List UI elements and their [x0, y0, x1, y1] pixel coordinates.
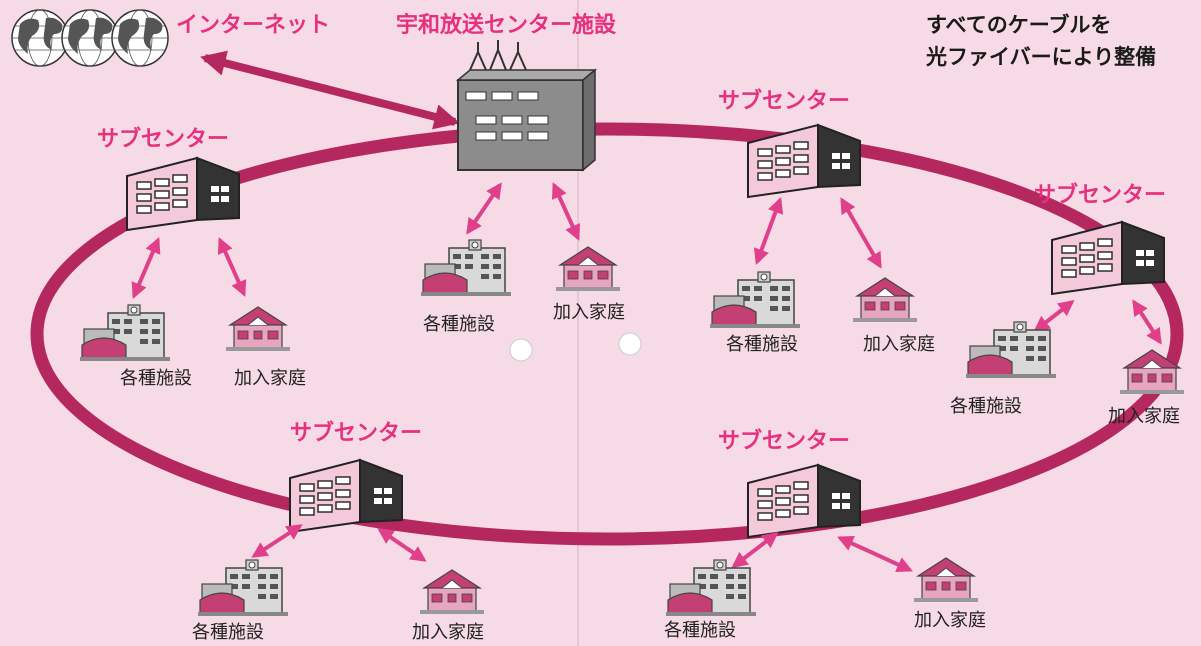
sub-center-label: サブセンター: [1034, 182, 1166, 208]
home-label: 加入家庭: [553, 302, 625, 323]
home-label: 加入家庭: [234, 368, 306, 389]
house-icon: [852, 277, 918, 323]
facility-icon: [709, 271, 801, 329]
sub-center-building-icon: [126, 157, 240, 231]
link-arrow: [217, 237, 247, 297]
sub-center-label: サブセンター: [97, 126, 229, 152]
link-arrow: [551, 182, 581, 241]
house-icon: [555, 246, 621, 292]
link-arrow: [753, 196, 784, 266]
broadcast-center-icon: [455, 40, 598, 172]
center-title: 宇和放送センター施設: [396, 12, 617, 38]
house-icon: [419, 569, 485, 615]
link-arrow: [837, 536, 913, 572]
binder-hole: [618, 332, 642, 356]
link-arrow: [131, 237, 161, 299]
facility-label: 各種施設: [192, 622, 264, 643]
link-arrow: [377, 528, 427, 562]
sub-center-label: サブセンター: [718, 428, 850, 454]
internet-link-arrow: [200, 50, 460, 130]
note-line-1: すべてのケーブルを: [926, 13, 1111, 37]
link-arrow: [1033, 300, 1075, 332]
facility-label: 各種施設: [120, 368, 192, 389]
facility-icon: [79, 304, 171, 362]
facility-icon: [665, 559, 757, 617]
facility-label: 各種施設: [726, 334, 798, 355]
home-label: 加入家庭: [863, 334, 935, 355]
link-arrow: [1132, 299, 1162, 345]
home-label: 加入家庭: [412, 622, 484, 643]
facility-icon: [420, 239, 512, 297]
globe-icon: [11, 9, 169, 67]
facility-icon: [197, 559, 289, 617]
note-line-2: 光ファイバーにより整備: [925, 45, 1156, 69]
fiber-ring: [30, 122, 1184, 546]
house-icon: [913, 557, 979, 603]
sub-center-building-icon: [1051, 221, 1165, 295]
home-label: 加入家庭: [1108, 406, 1180, 427]
facility-label: 各種施設: [950, 396, 1022, 417]
sub-center-label: サブセンター: [290, 420, 422, 446]
sub-center-label: サブセンター: [718, 88, 850, 114]
link-arrow: [251, 524, 303, 558]
internet-label: インターネット: [176, 13, 330, 38]
sub-center-building-icon: [747, 464, 861, 538]
house-icon: [225, 306, 291, 352]
sub-center-building-icon: [289, 459, 403, 533]
facility-icon: [965, 321, 1057, 379]
link-arrow: [731, 532, 779, 568]
facility-label: 各種施設: [664, 620, 736, 641]
link-arrow: [840, 197, 882, 269]
facility-label: 各種施設: [423, 314, 495, 335]
binder-hole: [509, 338, 533, 362]
home-label: 加入家庭: [914, 610, 986, 631]
link-arrow: [466, 182, 502, 235]
